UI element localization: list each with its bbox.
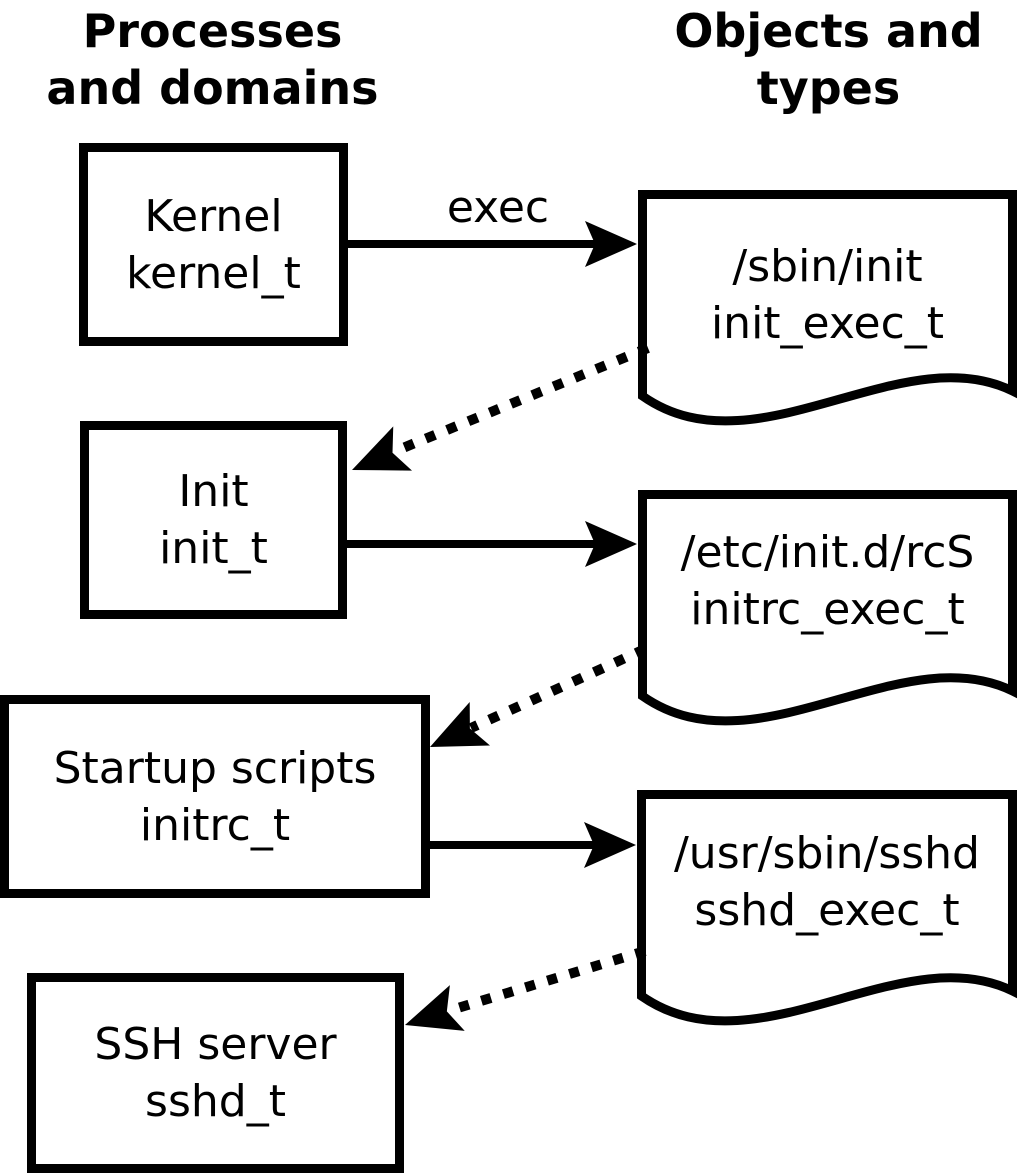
object-path: /usr/sbin/sshd [673, 828, 980, 879]
exec-arrowhead-kernel-to-init [585, 221, 637, 267]
object-label-sbin-init: /sbin/init init_exec_t [647, 199, 1008, 391]
transition-line-sshdexec-to-sshd [446, 946, 647, 1016]
process-box-startup-scripts: Startup scripts initrc_t [0, 695, 430, 898]
exec-arrowhead-initrc-to-sshd [584, 822, 636, 868]
transition-line-initrcexec-to-initrc [468, 644, 648, 733]
object-path: /etc/init.d/rcS [680, 527, 975, 578]
exec-arrow-label: exec [446, 182, 550, 233]
transition-line-initexec-to-init [391, 343, 650, 457]
object-type: init_exec_t [710, 298, 945, 349]
process-box-kernel: Kernel kernel_t [79, 143, 348, 346]
column-header-objects-and-types: Objects and types [674, 4, 983, 115]
process-domain-type: kernel_t [126, 247, 301, 299]
process-box-ssh-server: SSH server sshd_t [27, 973, 404, 1173]
document-shape-sbin-init [638, 190, 1017, 426]
process-box-init: Init init_t [80, 421, 347, 619]
object-type: sshd_exec_t [694, 885, 960, 936]
object-label-etc-initd-rcs: /etc/init.d/rcS initrc_exec_t [647, 499, 1008, 663]
transition-arrowhead-sshdexec-to-sshd [405, 985, 465, 1031]
process-name: Startup scripts [53, 742, 377, 794]
process-name: SSH server [94, 1019, 337, 1070]
document-shape-etc-initd-rcs [638, 490, 1017, 726]
exec-arrowhead-init-to-rcs [585, 521, 637, 567]
process-name: Init [178, 466, 249, 517]
object-type: initrc_exec_t [690, 584, 965, 635]
process-domain-type: sshd_t [145, 1076, 286, 1127]
transition-arrowhead-initrcexec-to-initrc [430, 702, 490, 747]
object-label-usr-sbin-sshd: /usr/sbin/sshd sshd_exec_t [646, 799, 1008, 965]
document-shape-usr-sbin-sshd [637, 790, 1017, 1026]
process-name: Kernel [144, 190, 283, 242]
transition-arrowhead-initexec-to-init [352, 426, 413, 471]
process-domain-type: init_t [159, 523, 268, 574]
process-domain-type: initrc_t [139, 799, 291, 851]
column-header-processes-and-domains: Processes and domains [46, 4, 379, 115]
object-path: /sbin/init [732, 241, 923, 292]
